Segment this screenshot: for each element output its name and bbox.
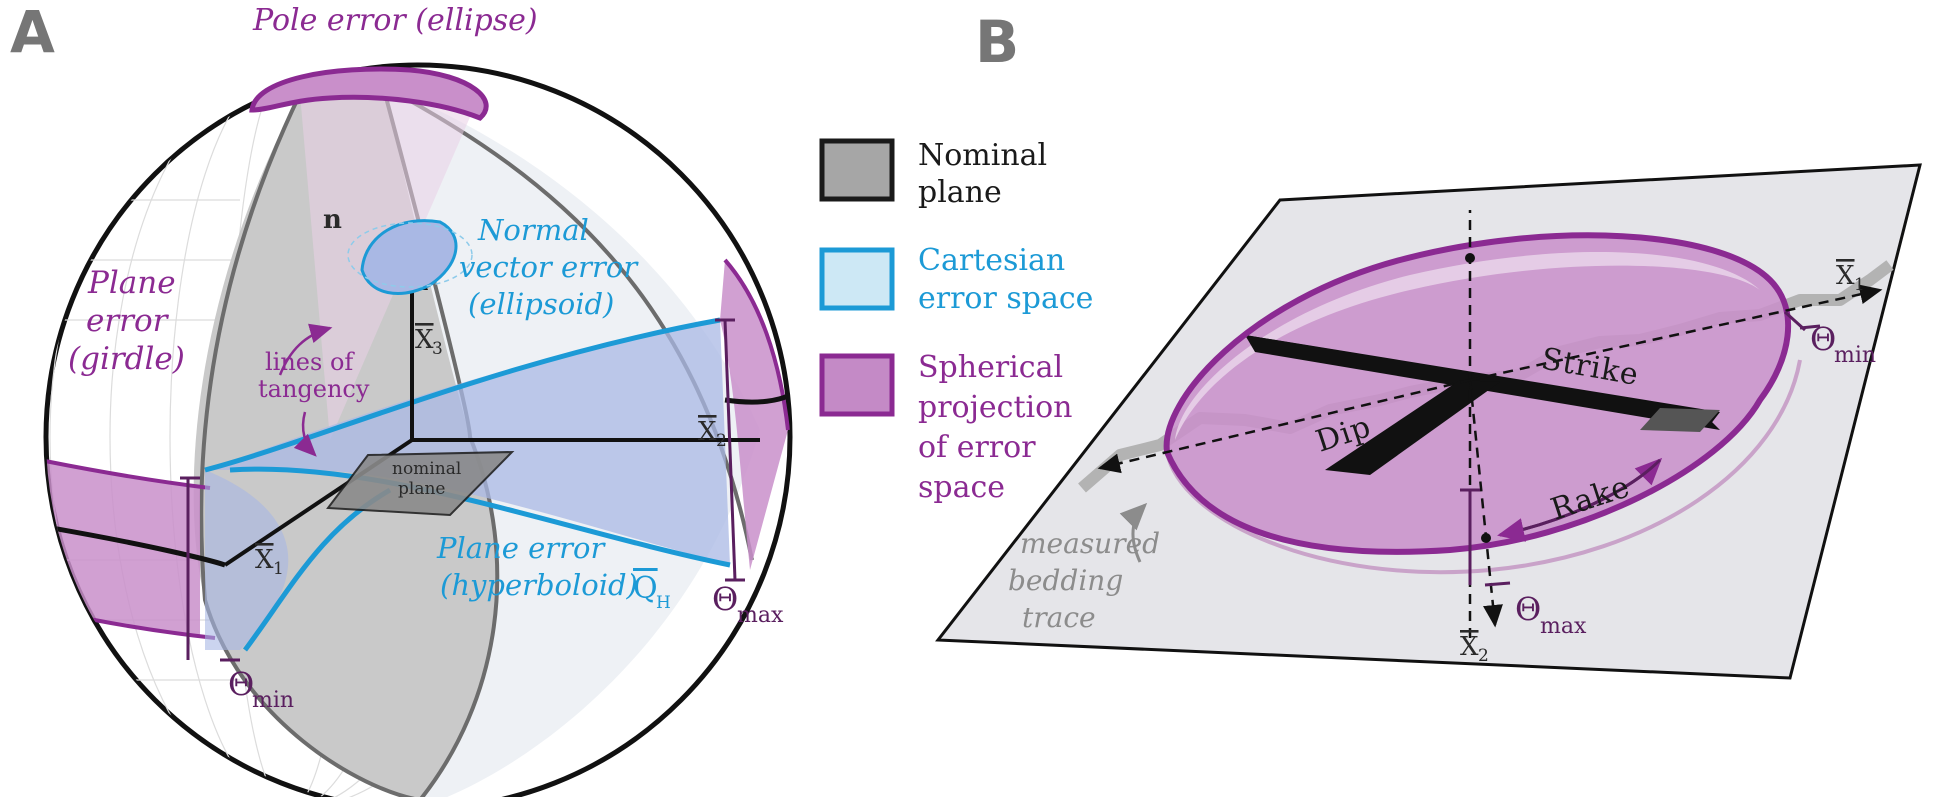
x3-label: X [415,325,434,355]
nominal-plane-label: nominal plane [392,459,467,499]
theta-max-label-a: Θ [712,580,738,618]
legend-swatch-nominal [819,138,895,202]
x3-sub: 3 [432,339,443,359]
hyperboloid-upper [204,317,721,473]
legend: Nominal plane Cartesian error space Sphe… [819,138,1093,505]
n-label: n [323,205,342,235]
nominal-plane-shape [326,450,515,517]
legend-label-cartesian: Cartesian error space [918,243,1093,316]
legend-swatch-spherical [819,353,895,417]
pole-error-label: Pole error (ellipse) [252,3,538,38]
dip-direction-dashed [1097,378,1471,474]
x2-sub-b: 2 [1478,646,1489,666]
theta-max-label-b: Θ [1515,590,1541,628]
theta-max-sub-b: max [1540,614,1587,639]
plane-trace-right [724,392,790,405]
plane-error-girdle-label: Plane error (girdle) [68,265,185,377]
legend-swatch-cartesian [819,247,895,311]
x1-sub: 1 [273,559,284,579]
grey-cut-edge [199,93,421,797]
panel-b-letter: B [975,8,1019,76]
legend-label-nominal: Nominal plane [918,138,1057,210]
girdle-left [46,460,200,635]
axis-x1-b [1469,284,1883,382]
theta-min-label-a: Θ [228,665,254,703]
q-label: Q [633,571,658,606]
plane-trace-left [46,524,226,568]
theta-min-sub-b: min [1834,343,1876,368]
legend-label-spherical: Spherical projection of error space [918,350,1082,505]
error-ellipse [1163,232,1792,555]
plane-error-hyperboloid-label: Plane error (hyperboloid) [436,531,638,602]
x2-sub: 2 [716,431,727,451]
normal-error-label: Normal vector error (ellipsoid) [459,213,646,321]
panel-a: A [10,0,793,797]
x2-label: X [698,417,717,447]
panel-b: B X [935,8,1922,680]
theta-max-sub-a: max [737,603,784,628]
hyperboloid-fill [205,320,730,565]
lines-of-tangency-label: lines of tangency [258,348,370,403]
dip-bar [1325,380,1500,475]
pole-error-ellipse [249,66,489,121]
x1-label: X [255,545,274,575]
q-sub: H [656,593,671,613]
hyperboloid-lower [229,466,731,568]
girdle-right [720,260,788,570]
normal-ellipsoid [360,219,458,295]
x1-sub-b: 1 [1854,275,1865,295]
x1-label-b: X [1836,261,1855,291]
measured-trace-label: measured bedding trace [1008,527,1169,634]
x2-label-b: X [1460,632,1479,662]
theta-min-label-b: Θ [1810,320,1836,358]
panel-a-letter: A [10,0,55,66]
theta-min-sub-a: min [252,688,294,713]
